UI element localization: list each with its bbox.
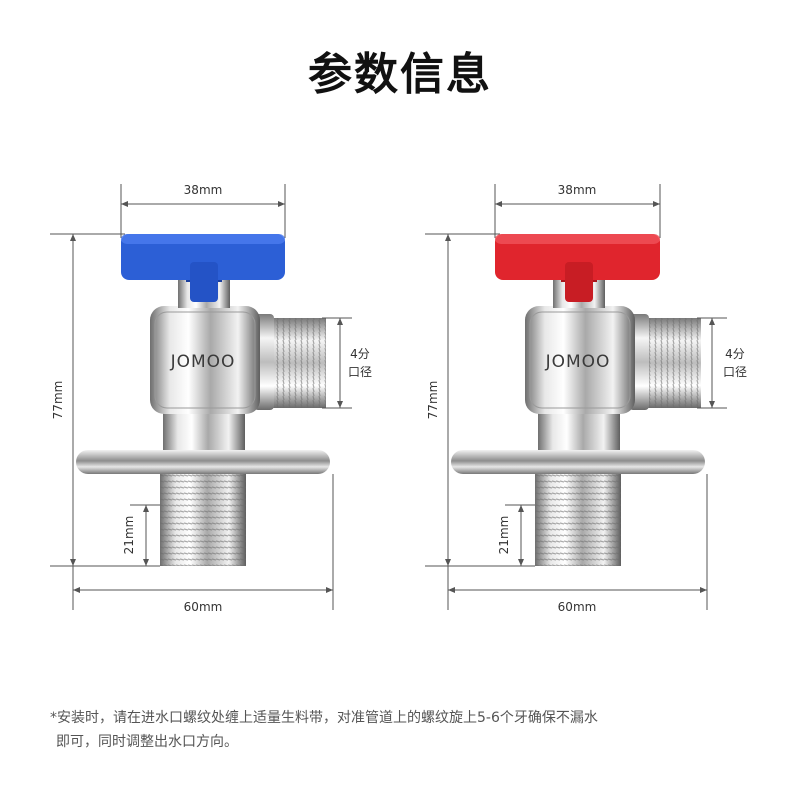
dim-top-width: 38mm (120, 183, 286, 238)
dim-height-label: 77mm (51, 381, 65, 420)
valve-body-blue: JOMOO (76, 234, 330, 566)
dim-outlet-label-2: 口径 (723, 365, 747, 379)
dim-top-width: 38mm (494, 183, 661, 238)
dim-top-label: 38mm (184, 183, 223, 197)
dim-outlet: 4分 口径 (697, 317, 747, 409)
dim-outlet-label-1: 4分 (725, 347, 745, 361)
brand-label-blue: JOMOO (170, 352, 236, 372)
dim-outlet: 4分 口径 (322, 317, 372, 409)
dim-thread-label: 21mm (122, 516, 136, 555)
dim-thread: 21mm (497, 504, 535, 566)
dim-top-label: 38mm (558, 183, 597, 197)
dim-thread-label: 21mm (497, 516, 511, 555)
valve-handle-blue (121, 234, 285, 280)
install-note-line-2: 即可，同时调整出水口方向。 (56, 734, 238, 750)
dim-base-width: 60mm (72, 474, 334, 614)
dim-base-width: 60mm (447, 474, 708, 614)
valve-blue: 38mm 77mm (50, 183, 372, 614)
dim-height: 77mm (50, 233, 160, 567)
dim-base-label: 60mm (184, 600, 223, 614)
install-note: *安装时，请在进水口螺纹处缠上适量生料带，对准管道上的螺纹旋上5-6个牙确保不漏… (50, 706, 770, 754)
valve-body-red: JOMOO (451, 234, 705, 566)
page-title: 参数信息 (308, 49, 492, 100)
dim-height-label: 77mm (426, 381, 440, 420)
dim-outlet-label-2: 口径 (348, 365, 372, 379)
install-note-line-1: *安装时，请在进水口螺纹处缠上适量生料带，对准管道上的螺纹旋上5-6个牙确保不漏… (50, 710, 598, 726)
brand-label-red: JOMOO (545, 352, 611, 372)
dim-thread: 21mm (122, 504, 160, 566)
dim-height: 77mm (425, 233, 535, 567)
valve-handle-red (495, 234, 660, 280)
dim-base-label: 60mm (558, 600, 597, 614)
valve-red: 38mm 77mm JOMOO (425, 183, 747, 614)
dim-outlet-label-1: 4分 (350, 347, 370, 361)
